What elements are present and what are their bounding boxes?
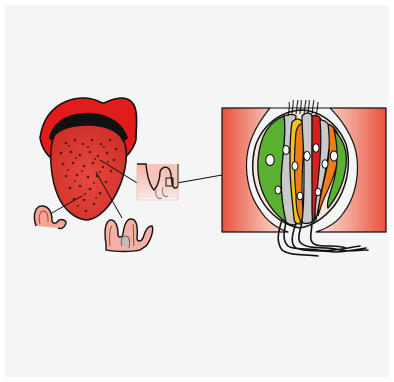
- cell-grey-2: [302, 113, 313, 224]
- papilla-detail-right: [137, 164, 178, 200]
